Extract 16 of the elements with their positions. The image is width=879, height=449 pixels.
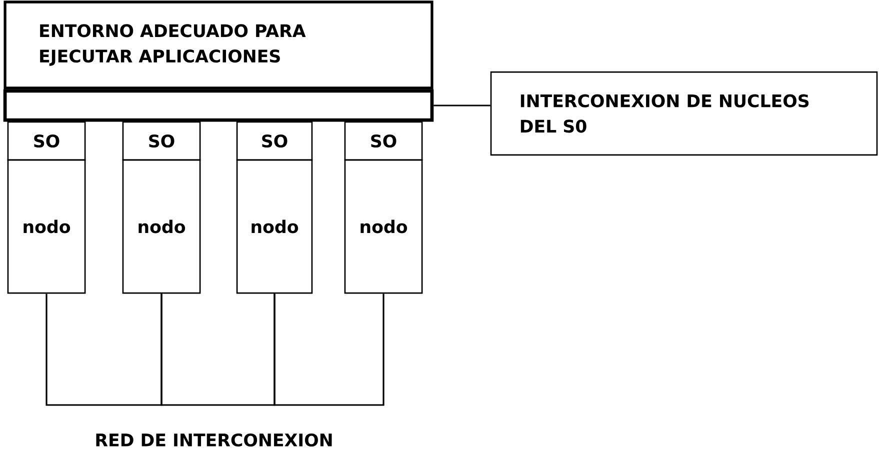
network-line [46,294,162,406]
system-box: SO [122,121,201,161]
node-box: nodo [236,159,313,294]
node-box: nodo [344,159,423,294]
callout-box: INTERCONEXION DE NUCLEOS DEL S0 [490,71,878,156]
system-box: SO [344,121,423,161]
caption: RED DE INTERCONEXION [96,433,332,447]
heading-box: ENTORNO ADECUADO PARA EJECUTAR APLICACIONES [4,0,434,90]
system-box: SO [236,121,313,161]
system-box: SO [7,121,86,161]
bar [3,89,434,122]
network-line [274,294,384,406]
leader-line [434,104,490,106]
node-box: nodo [7,159,86,294]
network-line [160,294,276,406]
node-box: nodo [122,159,201,294]
